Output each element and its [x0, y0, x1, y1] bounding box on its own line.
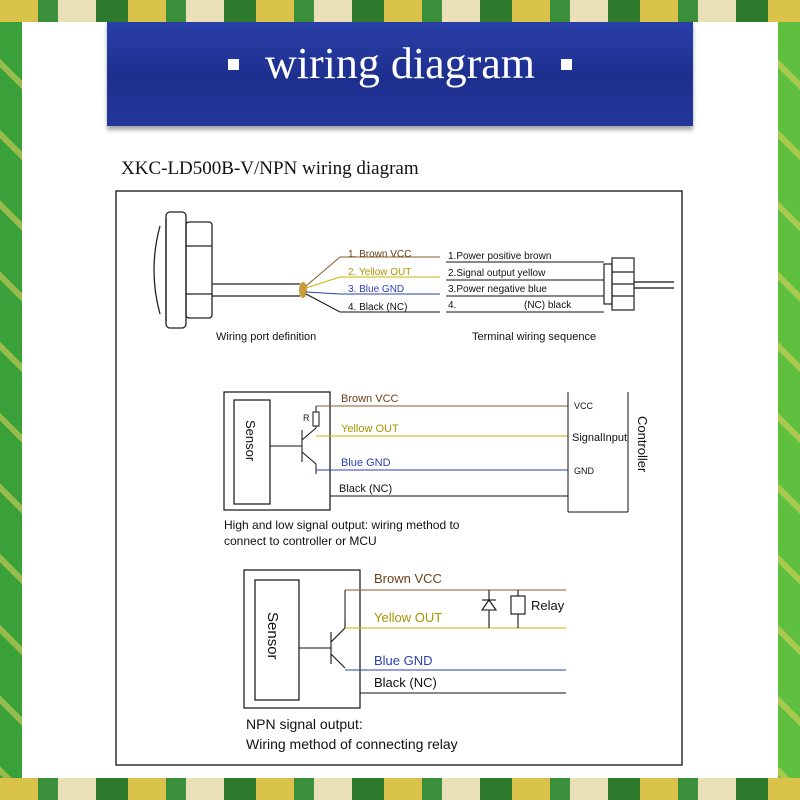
ctrl-wire-label-1: Brown VCC	[341, 393, 399, 405]
ctrl-wire-label-4: Black (NC)	[339, 483, 392, 495]
relay-wire-label-4: Black (NC)	[374, 675, 437, 690]
sensor-label-2: Sensor	[264, 612, 281, 660]
transistor-icon	[270, 426, 317, 474]
ctrl-wire-label-2: Yellow OUT	[341, 423, 399, 435]
terminal-label-2: 2.Signal output yellow	[448, 268, 546, 279]
wire-label-3: 3. Blue GND	[348, 284, 404, 295]
ctrl-wire-label-3: Blue GND	[341, 457, 391, 469]
sensor-inner-box	[233, 399, 271, 505]
wire-brown	[305, 256, 440, 287]
controller-port-vcc: VCC	[574, 401, 594, 411]
relay-caption-1: NPN signal output:	[246, 716, 363, 732]
resistor-label: R	[303, 413, 310, 423]
diagram-subtitle: XKC-LD500B-V/NPN wiring diagram	[121, 158, 419, 179]
relay-label: Relay	[531, 598, 565, 613]
relay-sensor-outer-box	[243, 569, 361, 709]
terminal-label-4: 4.	[448, 300, 456, 311]
relay-sensor-inner-box	[254, 579, 300, 701]
wire-blue	[305, 291, 440, 295]
white-panel	[22, 22, 778, 778]
wire-label-4: 4. Black (NC)	[348, 302, 407, 313]
terminal-label-4b: (NC) black	[524, 300, 572, 311]
port-caption-left: Wiring port definition	[216, 331, 316, 343]
controller-caption-1: High and low signal output: wiring metho…	[224, 518, 460, 532]
bullet-square-icon	[561, 59, 573, 71]
controller-port-gnd: GND	[574, 466, 595, 476]
controller-label: Controller	[635, 416, 650, 473]
bullet-square-icon	[227, 59, 239, 71]
diode-icon	[480, 590, 498, 628]
bottom-border-strip	[0, 778, 800, 800]
relay-caption-2: Wiring method of connecting relay	[246, 736, 458, 752]
sensor-label-1: Sensor	[243, 420, 258, 462]
cable-end-icon	[299, 282, 307, 298]
connector-icon	[603, 257, 635, 311]
relay-coil-icon	[510, 590, 526, 628]
relay-transistor-icon	[299, 622, 346, 669]
relay-wire-label-3: Blue GND	[374, 653, 433, 668]
sensor-outer-box	[223, 391, 331, 511]
top-border-strip	[0, 0, 800, 22]
sensor-body-drawing	[153, 211, 300, 329]
wire-black	[305, 293, 440, 313]
title-banner: wiring diagram	[107, 22, 693, 126]
controller-port-signal: SignalInput	[572, 432, 627, 444]
wire-label-2: 2. Yellow OUT	[348, 267, 411, 278]
relay-wire-label-2: Yellow OUT	[374, 610, 442, 625]
diagram-frame	[115, 190, 683, 766]
port-caption-right: Terminal wiring sequence	[472, 331, 596, 343]
resistor-icon	[312, 411, 320, 427]
terminal-label-3: 3.Power negative blue	[448, 284, 547, 295]
controller-caption-2: connect to controller or MCU	[224, 534, 377, 548]
banner-title: wiring diagram	[107, 38, 693, 89]
wire-yellow	[305, 276, 440, 289]
wire-label-1: 1. Brown VCC	[348, 249, 411, 260]
terminal-label-1: 1.Power positive brown	[448, 251, 551, 262]
banner-title-text: wiring diagram	[264, 39, 536, 88]
relay-wire-label-1: Brown VCC	[374, 571, 442, 586]
